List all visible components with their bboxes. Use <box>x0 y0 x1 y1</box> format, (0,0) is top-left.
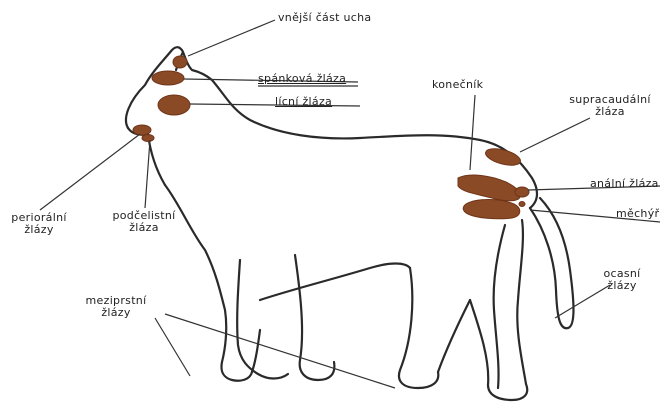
label-perioral: periorální žlázy <box>4 212 74 236</box>
cheek-gland <box>158 95 190 115</box>
label-tail-line2: žlázy <box>592 280 652 292</box>
label-perioral-line2: žlázy <box>4 224 74 236</box>
label-submandibular-line2: žláza <box>104 222 184 234</box>
leader-lines <box>40 20 660 388</box>
label-supracaudal-line2: žláza <box>562 106 658 118</box>
ear-gland <box>173 56 187 68</box>
label-anal-gland: anální žláza <box>590 178 659 190</box>
label-outer-ear: vnější část ucha <box>278 12 371 24</box>
perioral-gland <box>133 125 151 135</box>
rectum <box>458 175 520 201</box>
anal-gland <box>515 187 529 197</box>
label-temporal-gland: spánková žláza <box>258 73 346 85</box>
bladder <box>463 200 520 219</box>
label-submandibular: podčelistní žláza <box>104 210 184 234</box>
label-cheek-gland: lícní žláza <box>275 96 332 108</box>
label-tail-glands: ocasní žlázy <box>592 268 652 292</box>
label-interdigital-line2: žlázy <box>76 307 156 319</box>
label-supracaudal: supracaudální žláza <box>562 94 658 118</box>
bladder-dot <box>519 202 525 207</box>
cat-outline <box>126 47 574 400</box>
chin-gland <box>142 135 154 142</box>
label-interdigital: meziprstní žlázy <box>76 295 156 319</box>
temporal-gland <box>152 71 184 85</box>
label-bladder: měchýř <box>616 208 659 220</box>
label-rectum: konečník <box>432 79 483 91</box>
